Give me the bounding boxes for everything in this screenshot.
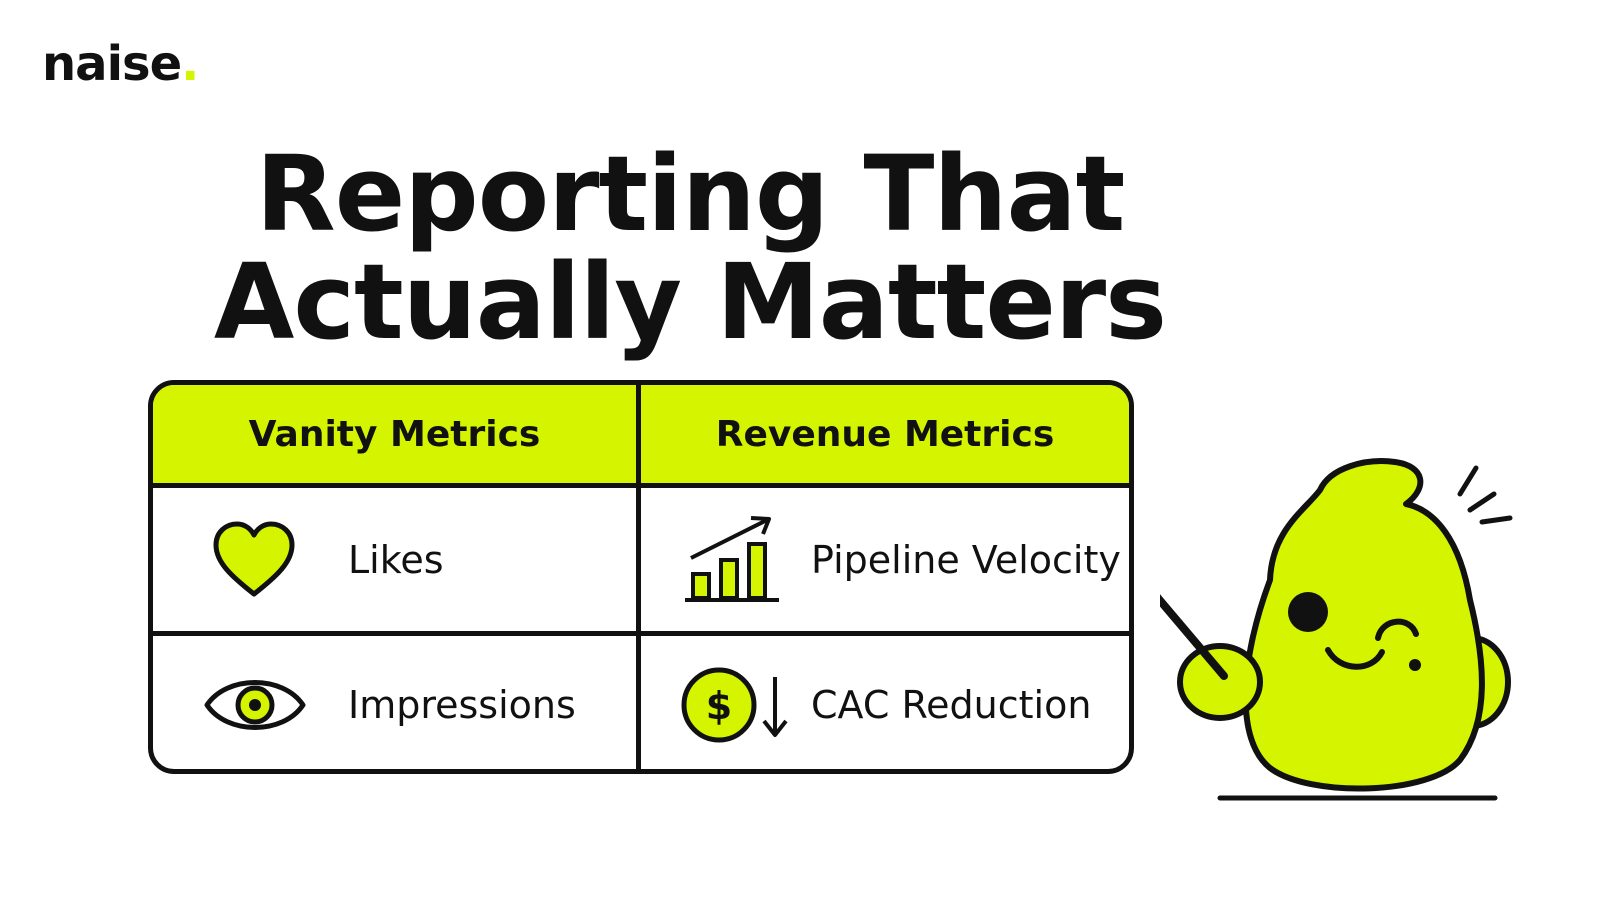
brand-dot: . [181,36,199,92]
brand-name: naise [42,36,182,92]
label-pipeline-velocity: Pipeline Velocity [811,537,1121,582]
header-vanity-metrics: Vanity Metrics [153,385,641,483]
svg-text:$: $ [706,684,732,728]
table-header-row: Vanity Metrics Revenue Metrics [153,385,1129,488]
brand-logo: naise. [42,36,199,92]
dollar-down-icon: $ [681,667,788,743]
header-revenue-metrics: Revenue Metrics [715,413,1055,455]
mascot-pointer-icon [1160,458,1513,801]
bar-chart-growth-icon [685,515,779,602]
table-row: Impressions $ CAC Reduction [153,636,1129,769]
metrics-table: Vanity Metrics Revenue Metrics Likes Pip… [148,380,1134,774]
title-line-1: Reporting That [255,133,1126,255]
page-title: Reporting That Actually Matters [0,140,1380,356]
cell-impressions: Impressions [153,636,641,769]
label-likes: Likes [348,537,444,582]
cell-cac-reduction: $ CAC Reduction [641,636,1129,769]
heart-icon [213,521,295,596]
table-row: Likes Pipeline Velocity [153,488,1129,636]
label-cac-reduction: CAC Reduction [811,683,1092,727]
label-impressions: Impressions [348,683,576,727]
title-line-2: Actually Matters [213,241,1167,363]
cell-pipeline-velocity: Pipeline Velocity [641,488,1129,631]
cell-likes: Likes [153,488,641,631]
eye-icon [204,680,306,730]
